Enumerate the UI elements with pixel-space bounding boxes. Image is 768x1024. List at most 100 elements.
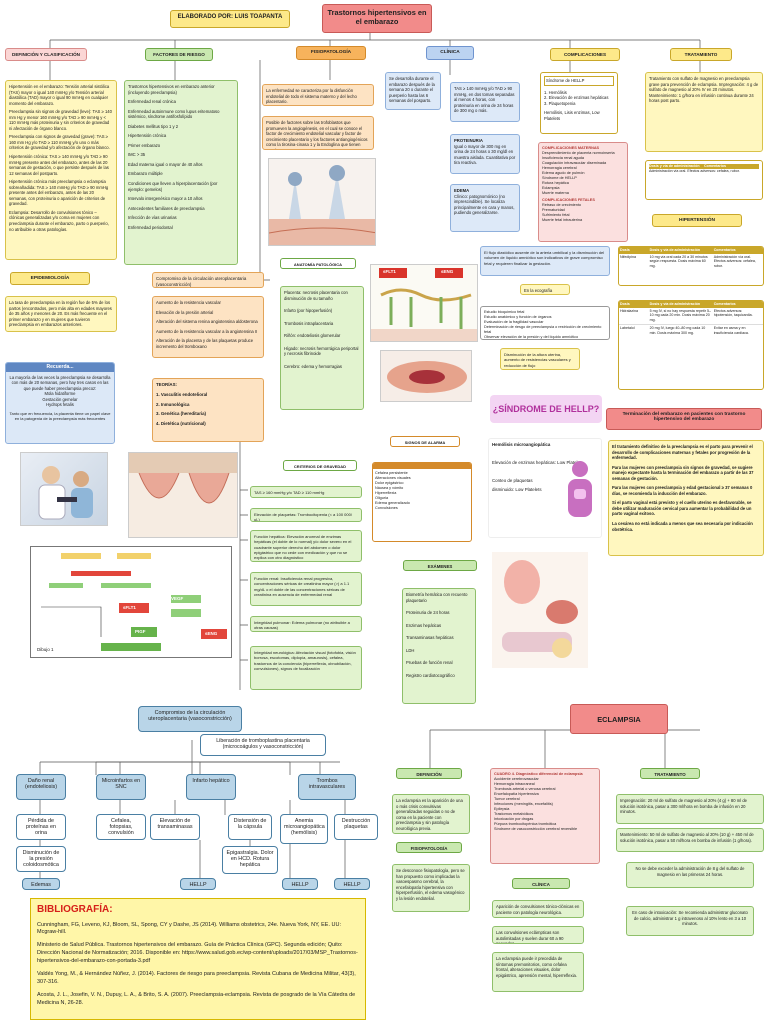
flow-top: Compromiso de la circulación uteroplacen… [138, 706, 242, 732]
ecl-clinica-2: Las convulsiones eclámpticas son autolim… [492, 926, 584, 944]
factor-item: Enfermedad autoinmune como lupus eritema… [128, 108, 220, 120]
hellp-side-item: Conteo de plaquetas [492, 477, 533, 483]
hellp-box: Síndrome de HELLP 1. Hemólisis 2. Elevac… [540, 72, 618, 134]
complicacion-item: Hemorragia cerebral [542, 166, 577, 170]
table-header-cell: Dosis [620, 302, 630, 306]
mid-note-2: Disminución de la altura uterina, aument… [500, 348, 580, 370]
header-eclampsia: ECLAMPSIA [570, 704, 668, 734]
criterio-5: Integridad pulmonar: Edema pulmonar (no … [250, 616, 362, 632]
endothelium-illustration [268, 158, 376, 246]
sub-table-cell: Administración vía oral. Efectos adverso… [649, 168, 740, 173]
flow-l4-3: HELLP [334, 878, 370, 890]
mid-note-item: Determinación de riesgo de preeclampsia … [484, 325, 602, 334]
examen-item: LDH [406, 647, 415, 653]
recuerda-title: Recuerda... [6, 363, 114, 372]
ecl-fisio-text: Se desconoce fisiopatología, pero se han… [392, 864, 470, 912]
anatomia-item: Riñón: endoteliosis glomerular [284, 333, 341, 339]
ecl-diag-item: Trastornos metabólicos [494, 812, 534, 816]
ecl-trat-3: No se debe exceder la administración de … [626, 862, 754, 888]
factor-item: Trastornos hipertensivos en embarazo ant… [128, 84, 215, 95]
signo-item: Cefalea persistente [375, 471, 408, 475]
header-examenes: EXÁMENES [403, 560, 477, 571]
edema-title: EDEMA [454, 188, 470, 193]
definicion-item: Preeclampsia con signos de gravedad (gra… [9, 134, 110, 151]
signo-item: Convulsiones [375, 506, 398, 510]
hellp-box-item: 1. Hemólisis [544, 89, 567, 95]
signo-item: Edema generalizado [375, 501, 410, 505]
flow-l2-3: Distensión de la cápsula [228, 814, 272, 840]
author-label: ELABORADO POR: LUIS TOAPANTA [170, 10, 290, 28]
table-cell: Hidralazina [620, 308, 638, 313]
ecl-diag-item: Encefalopatía hipertensiva [494, 792, 539, 796]
terminacion-item: Para las mujeres con preeclampsia y edad… [612, 485, 753, 496]
terminacion-item: Si el parto vaginal está previsto y el c… [612, 500, 752, 517]
factor-item: Primer embarazo [128, 142, 161, 148]
factor-item: Embarazo múltiple [128, 171, 163, 177]
ecl-clinica-1: Aparición de convulsiones tónico-clónica… [492, 900, 584, 918]
table-header-cell: Dosis [620, 248, 630, 252]
criterio-3: Función hepática: Elevación anormal de e… [250, 530, 362, 562]
header-criterios: CRITERIOS DE GRAVEDAD [283, 460, 357, 471]
sflt1-label-diagram: sFLT1 [123, 605, 136, 610]
factor-item: Enfermedad renal crónica [128, 99, 176, 105]
definicion-item: Eclampsia: Desarrollo de convulsiones tó… [9, 209, 109, 232]
complicacion-fetal-item: Prematuridad [542, 208, 565, 212]
factor-item: Enfermedad periodontal [128, 224, 173, 230]
hellp-side-item: Hemólisis microangiopática [492, 442, 551, 447]
factor-item: Condiciones que lleven a hiperplacentaci… [128, 181, 218, 192]
signos-alarma-table: Cefalea persistente Alteraciones visuale… [372, 462, 472, 542]
complicacion-item: Rotura hepática [542, 181, 569, 185]
ecl-trat-4: En caso de intoxicación: Se recomienda a… [626, 906, 754, 936]
sdng-label-diagram: sENG [205, 631, 218, 636]
edema-text: Clínico: patognomónico (no imprescindibl… [454, 193, 515, 216]
proteinuria-box: PROTEINURIA Igual o mayor de 300 mg en o… [450, 134, 520, 174]
teoria-item: 4. Dietética (nutricional) [156, 421, 206, 427]
tratamiento-text: Tratamiento con sulfato de magnesio en p… [645, 72, 763, 152]
diagram-label: Dibujo 1 [37, 647, 54, 652]
header-ecl-tratamiento: TRATAMIENTO [640, 768, 700, 779]
table-cell: Evitar en asma y en insuficiencia cardia… [713, 325, 749, 335]
terminacion-item: Para las mujeres con preeclampsia sin si… [612, 464, 754, 481]
main-title: Trastornos hipertensivos en el embarazo [322, 4, 432, 33]
table-header: Dosis Dosis y vía de administración Come… [619, 301, 763, 308]
factor-item: Infección de vías urinarias [128, 215, 177, 221]
ecl-diag-item: Accidente cerebrovascular [494, 777, 539, 781]
hellp-box-item: 2. Elevación de enzimas hepáticas [544, 95, 609, 101]
compromiso-item: Aumento de la resistencia vascular [156, 300, 221, 305]
bibliografia-item: Valdés Yong, M., & Hernández Núñez, J. (… [37, 971, 356, 986]
complicaciones-fetales-title: COMPLICACIONES FETALES [542, 198, 595, 202]
complicacion-item: Síndrome de HELLP [542, 176, 577, 180]
clinica-oligo: El flujo diastólico ausente de la arteri… [480, 246, 610, 276]
ecl-diag-item: Tumor cerebral [494, 797, 520, 801]
teoria-item: 3. Genética (hereditaria) [156, 411, 207, 417]
table-cell: Nifedipina [620, 254, 636, 259]
flow-l2-5: Destrucción plaquetas [334, 814, 378, 840]
fisio-text-1: La enfermedad se caracteriza por la disf… [262, 84, 374, 106]
flow-second: Liberación de tromboplastina placentaria… [200, 734, 326, 756]
dibujo-1: VEGF sFLT1 PIGF sENG Dibujo 1 [30, 546, 232, 658]
complicaciones-title: COMPLICACIONES MATERNAS [542, 146, 600, 150]
compromiso-item: Alteración del sistema renina angiotensi… [156, 319, 258, 325]
complicacion-item: Eclampsia [542, 186, 560, 190]
ecl-diag-item: Hemorragia intracraneal [494, 782, 535, 786]
mid-note-item: Estudio bioquímico fetal [484, 310, 525, 314]
table-cell: 20 mg IV, luego 40–80 mg cada 10 min. Do… [649, 325, 706, 335]
vegf-label: VEGF [171, 596, 184, 601]
flow-l2-0: Pérdida de proteínas en orina [16, 814, 66, 840]
mid-note-item: Evaluación de la fragilidad vascular [484, 320, 544, 324]
table-header-cell: Dosis y vía de administración [649, 248, 701, 252]
compromiso-title: Compromiso de la circulación uteroplacen… [152, 272, 264, 288]
anatomia-item: Trombosis intraplacentaria [284, 320, 334, 326]
flow-l1-1: Microinfartos en SNC [96, 774, 146, 800]
table-cell: 10 mg vía oral cada 20 a 30 minutos segú… [649, 254, 708, 269]
teorias-box: TEORÍAS: 1. Vasculitis endotelioral 2. I… [152, 378, 264, 442]
sub-table-col: Dosis y vía de administración [649, 164, 700, 168]
terminacion-box: El tratamiento definitivo de la preeclam… [608, 440, 764, 556]
antihipertensivos-table: Dosis Dosis y vía de administración Come… [618, 246, 764, 286]
proteinuria-title: PROTEINURIA [454, 138, 483, 143]
vessel-image [380, 350, 472, 402]
table-header-cell: Comentarios [713, 302, 736, 306]
ecl-diag-item: Síndrome de vasoconstricción cerebral re… [494, 827, 578, 831]
complicacion-item: Muerte materna [542, 191, 569, 195]
